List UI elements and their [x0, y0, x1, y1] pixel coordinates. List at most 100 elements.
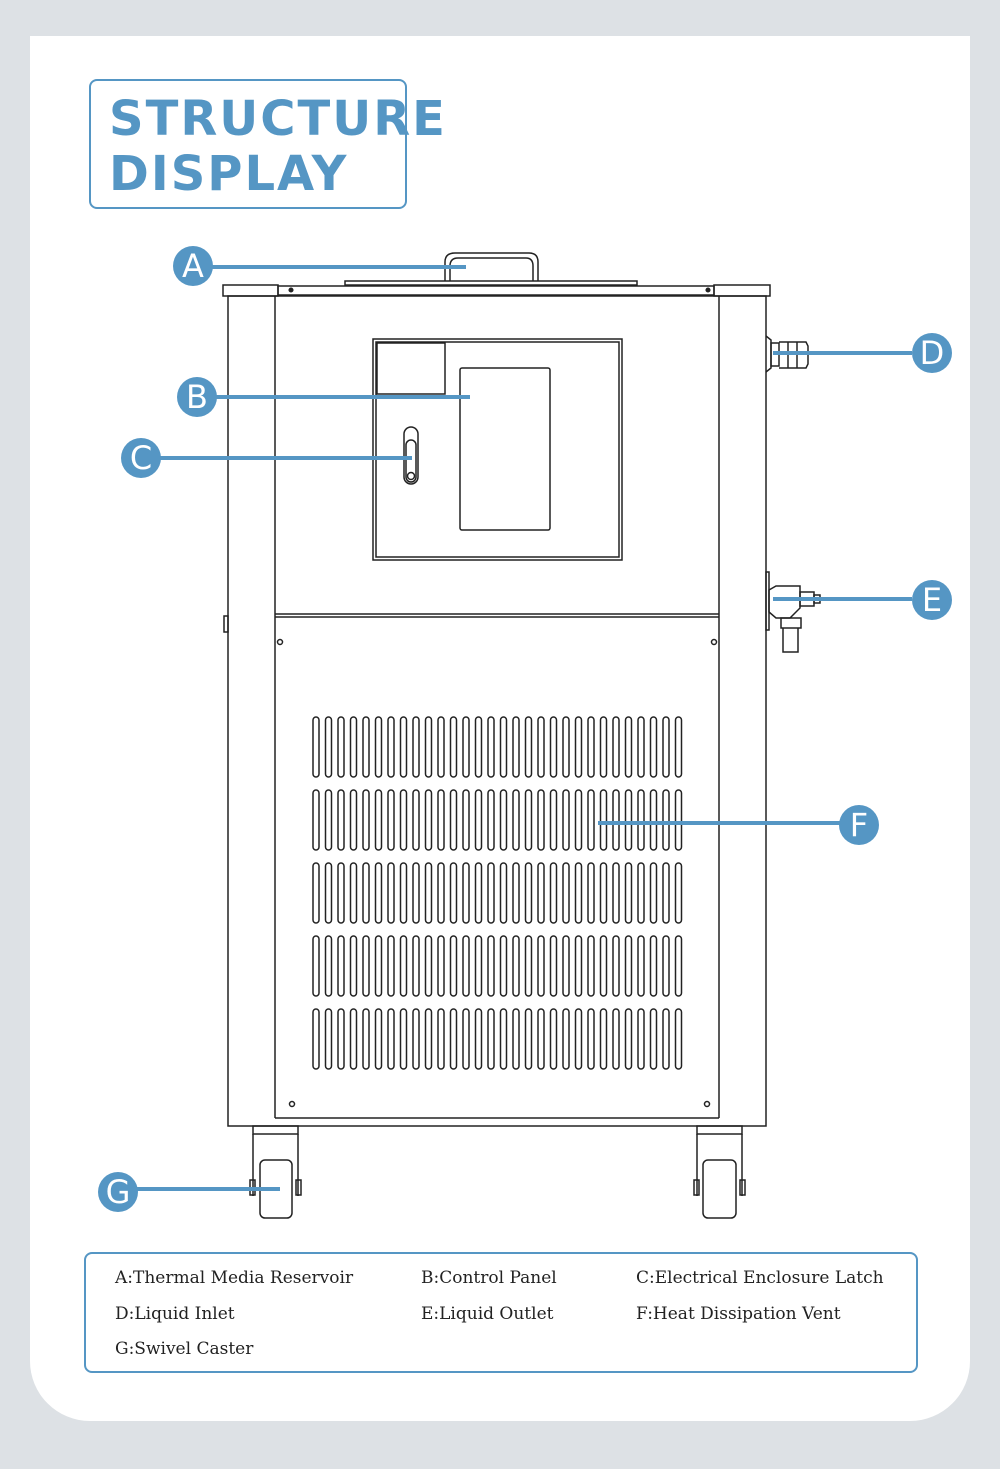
control-panel	[372, 338, 623, 561]
callout-g: G	[98, 1172, 138, 1212]
liquid-outlet	[765, 571, 821, 653]
latch	[403, 426, 419, 485]
vent-slot	[362, 716, 370, 778]
vent-slot	[562, 862, 570, 924]
vent-slot	[462, 935, 470, 997]
vent-slot	[574, 862, 583, 924]
legend-item-b: B:Control Panel	[421, 1268, 557, 1288]
vent-slot	[487, 935, 495, 997]
vent-slot	[524, 935, 533, 997]
vent-slot	[537, 935, 545, 997]
vent-slot	[537, 716, 545, 778]
vent-slot	[562, 935, 570, 997]
vent-slot	[624, 862, 633, 924]
vent-slot	[324, 1008, 333, 1070]
vent-slot	[649, 935, 658, 997]
vent-slot	[487, 862, 495, 924]
vent-slot	[637, 789, 645, 851]
callout-b: B	[177, 377, 217, 417]
vent-slot	[412, 862, 420, 924]
vent-slot	[349, 716, 358, 778]
vent-slot	[324, 935, 333, 997]
vent-slot	[337, 862, 345, 924]
vent-slot	[574, 1008, 583, 1070]
vent-slot	[387, 1008, 395, 1070]
vent-slot	[624, 716, 633, 778]
vent-slot	[337, 789, 345, 851]
vent-slot	[437, 716, 445, 778]
vent-slot	[599, 862, 608, 924]
vent-slot	[624, 789, 633, 851]
vent-slot	[437, 789, 445, 851]
vent-slot	[587, 716, 595, 778]
vent-slot	[512, 935, 520, 997]
callout-a: A	[173, 246, 213, 286]
vent-slot	[537, 789, 545, 851]
vent-slot	[362, 789, 370, 851]
vent-slot	[424, 716, 433, 778]
vent-slot	[662, 716, 670, 778]
vent-slot	[449, 1008, 458, 1070]
vent-slot	[599, 1008, 608, 1070]
vent-slot	[662, 935, 670, 997]
vent-slot	[324, 862, 333, 924]
vent-slot	[374, 789, 383, 851]
vent-slot	[549, 935, 558, 997]
reservoir-handle	[444, 252, 539, 281]
vent-slot	[312, 789, 320, 851]
vent-slot	[649, 716, 658, 778]
vent-slot	[574, 789, 583, 851]
vent-slot	[599, 789, 608, 851]
legend-item-g: G:Swivel Caster	[115, 1339, 254, 1359]
vent-slot	[674, 716, 683, 778]
vent-slot	[374, 716, 383, 778]
vent-slot	[474, 789, 483, 851]
vent-slot	[487, 1008, 495, 1070]
vent-slot	[412, 935, 420, 997]
vent-slot	[374, 862, 383, 924]
vent-slot	[337, 935, 345, 997]
vent-slot	[512, 862, 520, 924]
vent-slot	[637, 862, 645, 924]
vent-slot	[612, 935, 620, 997]
swivel-caster-right	[693, 1125, 746, 1219]
vent-slot	[424, 789, 433, 851]
vent-slot	[437, 1008, 445, 1070]
title-line-1: STRUCTURE	[109, 91, 447, 147]
heat-dissipation-vent	[312, 716, 683, 1070]
vent-slot	[449, 716, 458, 778]
vent-slot	[487, 716, 495, 778]
vent-slot	[349, 862, 358, 924]
vent-slot	[337, 1008, 345, 1070]
vent-slot	[637, 716, 645, 778]
vent-slot	[387, 789, 395, 851]
vent-slot	[599, 716, 608, 778]
vent-slot	[649, 862, 658, 924]
vent-slot	[399, 862, 408, 924]
legend-item-c: C:Electrical Enclosure Latch	[636, 1268, 884, 1288]
vent-slot	[574, 935, 583, 997]
callout-f: F	[839, 805, 879, 845]
vent-slot	[649, 1008, 658, 1070]
vent-slot	[499, 1008, 508, 1070]
vent-slot	[449, 862, 458, 924]
vent-slot	[537, 862, 545, 924]
vent-slot	[512, 1008, 520, 1070]
vent-slot	[462, 716, 470, 778]
vent-slot	[524, 789, 533, 851]
vent-slot	[412, 716, 420, 778]
vent-slot	[462, 862, 470, 924]
vent-slot	[387, 862, 395, 924]
vent-slot	[412, 1008, 420, 1070]
legend-item-f: F:Heat Dissipation Vent	[636, 1304, 841, 1324]
vent-slot	[424, 1008, 433, 1070]
vent-slot	[312, 862, 320, 924]
vent-slot	[412, 789, 420, 851]
vent-slot	[662, 862, 670, 924]
vent-slot	[624, 935, 633, 997]
vent-slot	[312, 935, 320, 997]
vent-slot	[474, 935, 483, 997]
vent-slot	[449, 789, 458, 851]
vent-slot	[449, 935, 458, 997]
